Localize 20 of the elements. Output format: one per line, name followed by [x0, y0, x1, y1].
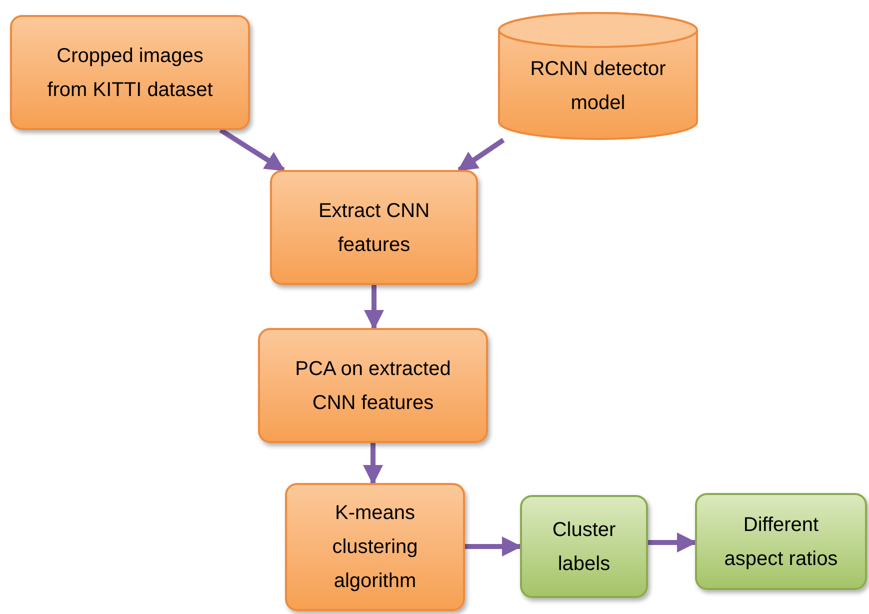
arrow: [457, 138, 505, 172]
node-label: PCA on extracted CNN features: [294, 356, 452, 416]
process-box: [270, 170, 478, 285]
process-box: [520, 495, 648, 598]
arrow: [465, 536, 522, 556]
process-box: [695, 493, 867, 590]
node-label: Cropped images from KITTI dataset: [46, 44, 214, 102]
node-label: K-means clustering algorithm: [331, 501, 419, 594]
process-box: [10, 15, 250, 130]
process-box: [285, 483, 465, 611]
arrow: [363, 443, 383, 485]
process-box: [258, 328, 488, 443]
node-label: Cluster labels: [551, 518, 617, 576]
node-label: Extract CNN features: [317, 198, 431, 258]
node-label: Different aspect ratios: [723, 512, 839, 572]
arrow: [219, 128, 286, 172]
arrow: [648, 532, 697, 552]
arrow: [364, 285, 384, 330]
node-label: RCNN detector model: [529, 57, 667, 116]
database-cylinder: [498, 12, 698, 140]
